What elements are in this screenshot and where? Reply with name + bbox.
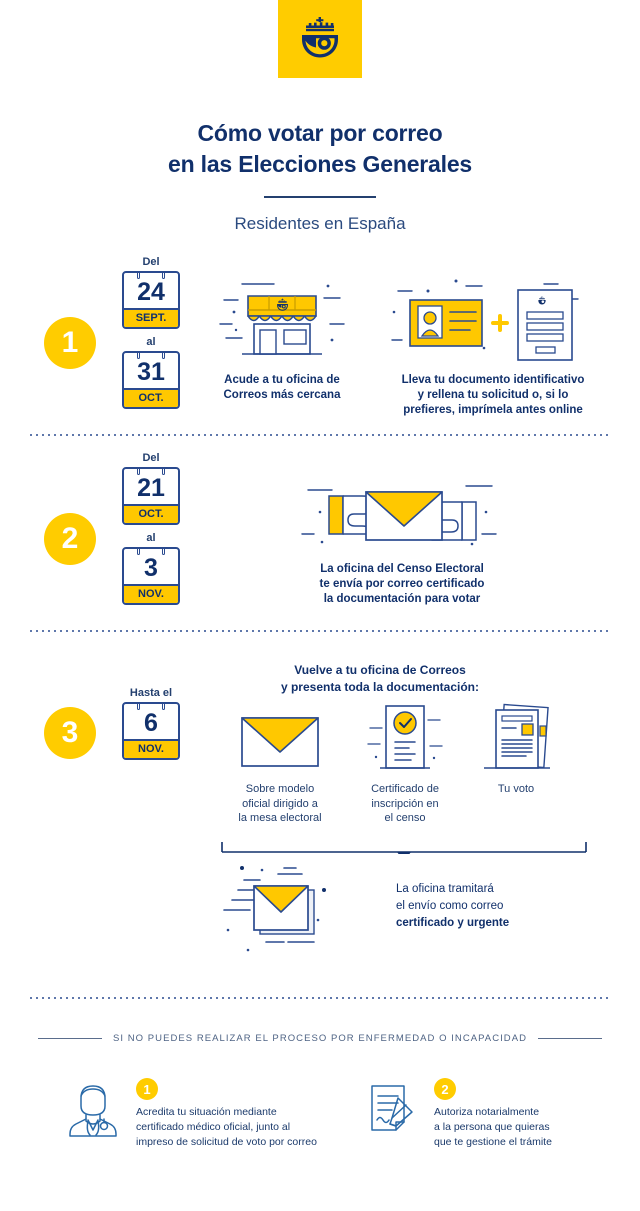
calendar-label: Hasta el — [129, 687, 173, 699]
footer-item-2-text: Autoriza notarialmente a la persona que … — [434, 1105, 614, 1150]
caption-line: La oficina del Censo Electoral — [320, 563, 484, 575]
heading-line: y presenta toda la documentación: — [280, 679, 480, 694]
calendar-month: SEPT. — [124, 308, 178, 328]
result-line: el envío como correo — [396, 900, 504, 913]
id-card-plus-form-icon — [388, 268, 598, 373]
certificate-check-icon — [366, 700, 444, 781]
calendar-widget: 6 NOV. — [122, 702, 180, 761]
calendar-rings-icon — [124, 469, 178, 475]
calendar-label: Del — [142, 256, 160, 268]
section-divider-1 — [28, 434, 612, 436]
correos-logo-icon — [302, 17, 338, 58]
caption-line: la documentación para votar — [323, 593, 481, 606]
step-2-caption: La oficina del Censo Electoral te envía … — [286, 562, 518, 608]
footer-item-1: 1 Acredita tu situación mediante certifi… — [64, 1078, 344, 1150]
caption-line: inscripción en — [371, 797, 439, 810]
footer-rule-left — [37, 1037, 102, 1040]
correos-logo — [278, 0, 362, 78]
section-divider-3 — [28, 997, 612, 999]
calendar-month: NOV. — [124, 739, 178, 759]
page-title-line1: Cómo votar por correo — [197, 120, 443, 146]
post-office-icon — [212, 268, 352, 373]
page-title-block: Cómo votar por correo en las Elecciones … — [0, 118, 640, 234]
calendar-day: 31 — [137, 358, 165, 386]
result-line-bold: certificado y urgente — [396, 917, 510, 930]
result-bracket — [220, 840, 588, 861]
step-3-doc-1-caption: Sobre modelo oficial dirigido a la mesa … — [228, 782, 332, 826]
caption-line: el censo — [384, 812, 426, 825]
caption-line: Acude a tu oficina de — [224, 374, 340, 386]
result-line: La oficina tramitará — [396, 883, 494, 895]
page-title-line2: en las Elecciones Generales — [168, 150, 472, 177]
caption-line: prefieres, imprímela antes online — [403, 404, 583, 417]
calendar-widget: 31 OCT. — [122, 351, 180, 410]
footer-text-line: certificado médico oficial, junto al — [136, 1120, 291, 1133]
calendar-label: Del — [142, 452, 160, 464]
footer-item-2: 2 Autoriza notarialmente a la persona qu… — [364, 1078, 614, 1150]
calendar-label: al — [146, 336, 156, 348]
calendar-label: al — [146, 532, 156, 544]
calendar-widget: 24 SEPT. — [122, 271, 180, 330]
step-3-number: 3 — [44, 707, 96, 759]
caption-line: Sobre modelo — [245, 783, 315, 795]
caption-line: Lleva tu documento identificativo — [401, 374, 585, 386]
hands-envelope-icon — [296, 472, 508, 567]
caption-line: y rellena tu solicitud o, si lo — [417, 389, 569, 402]
result-text: La oficina tramitará el envío como corre… — [396, 881, 596, 932]
calendar-widget: 3 NOV. — [122, 547, 180, 606]
title-divider — [264, 196, 376, 199]
step-3-doc-2-caption: Certificado de inscripción en el censo — [352, 782, 458, 826]
calendar-rings-icon — [124, 549, 178, 555]
calendar-month: OCT. — [124, 504, 178, 524]
doctor-icon — [64, 1078, 122, 1150]
envelope-icon — [238, 710, 322, 777]
calendar-month: OCT. — [124, 388, 178, 408]
signed-document-icon — [364, 1078, 420, 1150]
calendar-day: 24 — [137, 278, 165, 306]
step-2-number: 2 — [44, 513, 96, 565]
footer-text-line: impreso de solicitud de voto por correo — [136, 1135, 317, 1148]
ballot-papers-icon — [470, 702, 562, 781]
footer-section-title: SI NO PUEDES REALIZAR EL PROCESO POR ENF… — [112, 1033, 528, 1044]
caption-line: Certificado de — [371, 783, 439, 795]
footer-item-2-number: 2 — [434, 1078, 456, 1100]
caption-line: Tu voto — [497, 783, 535, 795]
step-3-heading: Vuelve a tu oficina de Correos y present… — [180, 662, 580, 696]
step-3-date-1: Hasta el 6 NOV. — [122, 687, 180, 761]
footer-rule-right — [538, 1037, 603, 1040]
page-subtitle: Residentes en España — [234, 214, 406, 234]
step-1-item-1-caption: Acude a tu oficina de Correos más cercan… — [203, 373, 361, 403]
calendar-day: 21 — [137, 474, 165, 502]
calendar-rings-icon — [124, 353, 178, 359]
step-1-date-1: Del 24 SEPT. — [122, 256, 180, 330]
step-3-doc-3-caption: Tu voto — [466, 782, 566, 797]
footer-item-1-text: Acredita tu situación mediante certifica… — [136, 1105, 344, 1150]
footer-text-line: que te gestione el trámite — [434, 1135, 552, 1148]
calendar-day: 3 — [144, 554, 158, 582]
calendar-day: 6 — [144, 709, 158, 737]
step-1-date-2: al 31 OCT. — [122, 336, 180, 410]
step-1-number: 1 — [44, 317, 96, 369]
caption-line: oficial dirigido a — [242, 797, 318, 810]
caption-line: la mesa electoral — [238, 812, 322, 825]
footer-text-line: Acredita tu situación mediante — [136, 1106, 277, 1118]
calendar-rings-icon — [124, 273, 178, 279]
section-divider-2 — [28, 630, 612, 632]
footer-text-line: Autoriza notarialmente — [434, 1106, 540, 1118]
step-2-date-2: al 3 NOV. — [122, 532, 180, 606]
heading-line: Vuelve a tu oficina de Correos — [294, 663, 466, 677]
footer-text-line: a la persona que quieras — [434, 1120, 550, 1133]
step-2-date-1: Del 21 OCT. — [122, 452, 180, 526]
flying-envelope-icon — [222, 862, 392, 957]
caption-line: Correos más cercana — [223, 389, 341, 402]
footer-section-header: SI NO PUEDES REALIZAR EL PROCESO POR ENF… — [0, 1033, 640, 1044]
calendar-widget: 21 OCT. — [122, 467, 180, 526]
footer-item-1-number: 1 — [136, 1078, 158, 1100]
calendar-month: NOV. — [124, 584, 178, 604]
step-1-item-2-caption: Lleva tu documento identificativo y rell… — [378, 373, 608, 419]
caption-line: te envía por correo certificado — [319, 578, 485, 591]
calendar-rings-icon — [124, 704, 178, 710]
